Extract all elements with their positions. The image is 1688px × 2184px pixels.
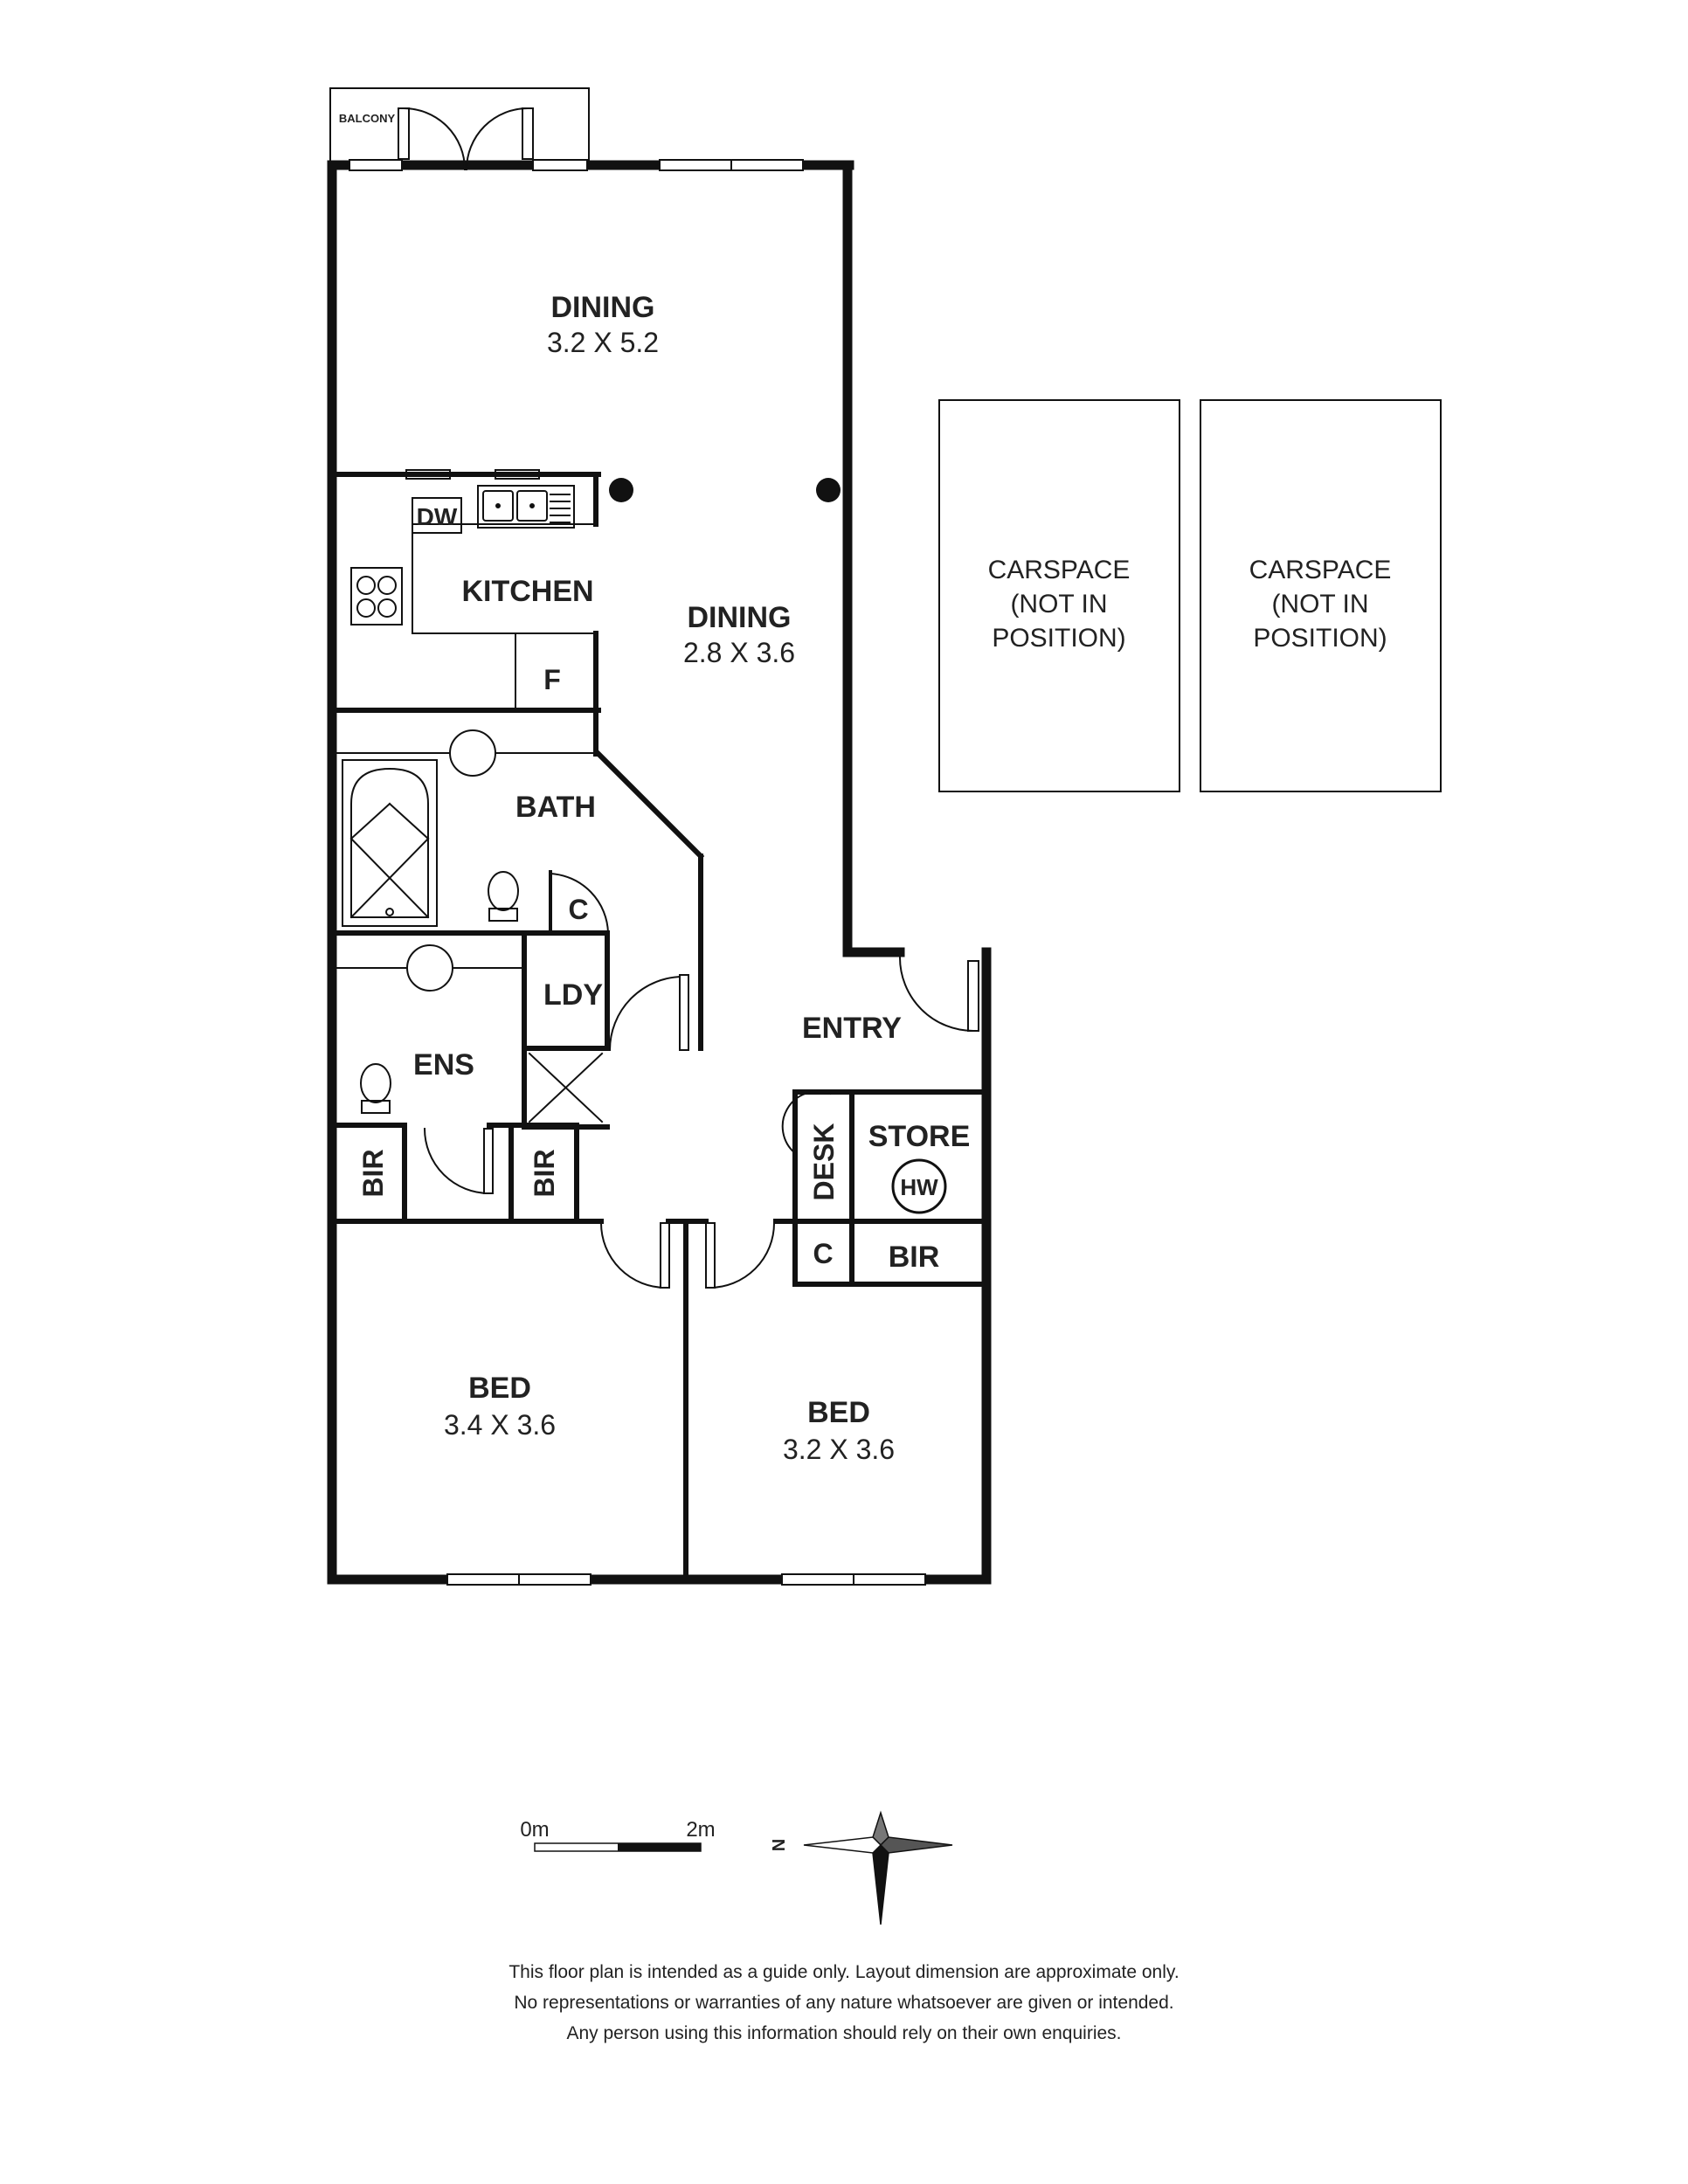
scale-start-label: 0m	[520, 1818, 549, 1842]
kitchen-label: KITCHEN	[461, 575, 593, 608]
dining-mid-label: DINING	[688, 601, 792, 634]
outer-walls	[327, 160, 992, 1585]
disclaimer: This floor plan is intended as a guide o…	[0, 1957, 1688, 2049]
carspaces	[938, 399, 1442, 792]
interior-doors	[423, 872, 832, 1289]
bed1-label: BED	[468, 1372, 531, 1405]
scale-labels: 0m 2m	[520, 1818, 715, 1842]
laundry-label: LDY	[543, 978, 603, 1012]
carspace-1	[938, 399, 1180, 792]
entry-label: ENTRY	[802, 1012, 902, 1045]
sink-icon	[477, 485, 575, 529]
desk-label: DESK	[808, 1123, 840, 1201]
balcony	[329, 87, 590, 164]
disclaimer-line-1: This floor plan is intended as a guide o…	[508, 1962, 1180, 1982]
disclaimer-line-3: Any person using this information should…	[566, 2023, 1122, 2043]
ensuite-label: ENS	[413, 1048, 474, 1082]
scale-bar	[534, 1842, 702, 1852]
carspace-labels: CARSPACE (NOT IN POSITION) CARSPACE (NOT…	[988, 556, 1392, 653]
room-labels: BALCONY DINING 3.2 X 5.2 DW KITCHEN F DI…	[339, 112, 970, 1465]
bir-entry-label: BIR	[889, 1241, 940, 1274]
toilet-icon	[488, 871, 519, 922]
balcony-doors	[398, 107, 534, 171]
kitchen-fixtures	[412, 497, 597, 711]
cooktop-icon	[350, 567, 403, 625]
compass-north-label: N	[770, 1839, 789, 1851]
bath-cupboard-label: C	[568, 894, 588, 925]
ensuite-vanity	[336, 944, 525, 992]
columns	[609, 478, 841, 502]
dining-mid-dims: 2.8 X 3.6	[683, 637, 795, 668]
bed2-label: BED	[807, 1396, 870, 1429]
balcony-label: BALCONY	[339, 112, 396, 125]
bathtub-icon	[342, 759, 438, 927]
compass-icon	[803, 1810, 953, 1925]
carspace-2-line1: CARSPACE	[1249, 556, 1392, 584]
carspace-1-line1: CARSPACE	[988, 556, 1131, 584]
bath-label: BATH	[515, 791, 596, 824]
fridge-label: F	[543, 664, 561, 695]
carspace-1-line2: (NOT IN	[1010, 590, 1107, 619]
bir-ensuite-label: BIR	[357, 1149, 389, 1197]
store-label: STORE	[868, 1120, 971, 1153]
hot-water-icon	[891, 1158, 947, 1214]
carspace-2-line3: POSITION)	[1253, 624, 1387, 653]
bed1-dims: 3.4 X 3.6	[444, 1409, 556, 1441]
carspace-2	[1200, 399, 1442, 792]
interior-walls	[334, 472, 989, 1582]
entry-door	[898, 956, 979, 1033]
scale-end-label: 2m	[686, 1818, 715, 1842]
carspace-2-line2: (NOT IN	[1271, 590, 1368, 619]
bath-vanity	[336, 729, 595, 777]
disclaimer-line-2: No representations or warranties of any …	[514, 1993, 1174, 2013]
dining-top-label: DINING	[551, 291, 655, 324]
dishwasher-label: DW	[417, 503, 458, 530]
windows	[349, 159, 926, 1586]
dining-top-dims: 3.2 X 5.2	[547, 327, 659, 358]
laundry-tub-icon	[528, 1052, 604, 1123]
entry-cupboard-label: C	[813, 1238, 833, 1269]
carspace-1-line3: POSITION)	[992, 624, 1125, 653]
ensuite-toilet-icon	[360, 1063, 391, 1114]
bir-bed1-label: BIR	[529, 1149, 560, 1197]
hot-water-label: HW	[900, 1174, 938, 1200]
bed2-dims: 3.2 X 3.6	[783, 1434, 895, 1465]
